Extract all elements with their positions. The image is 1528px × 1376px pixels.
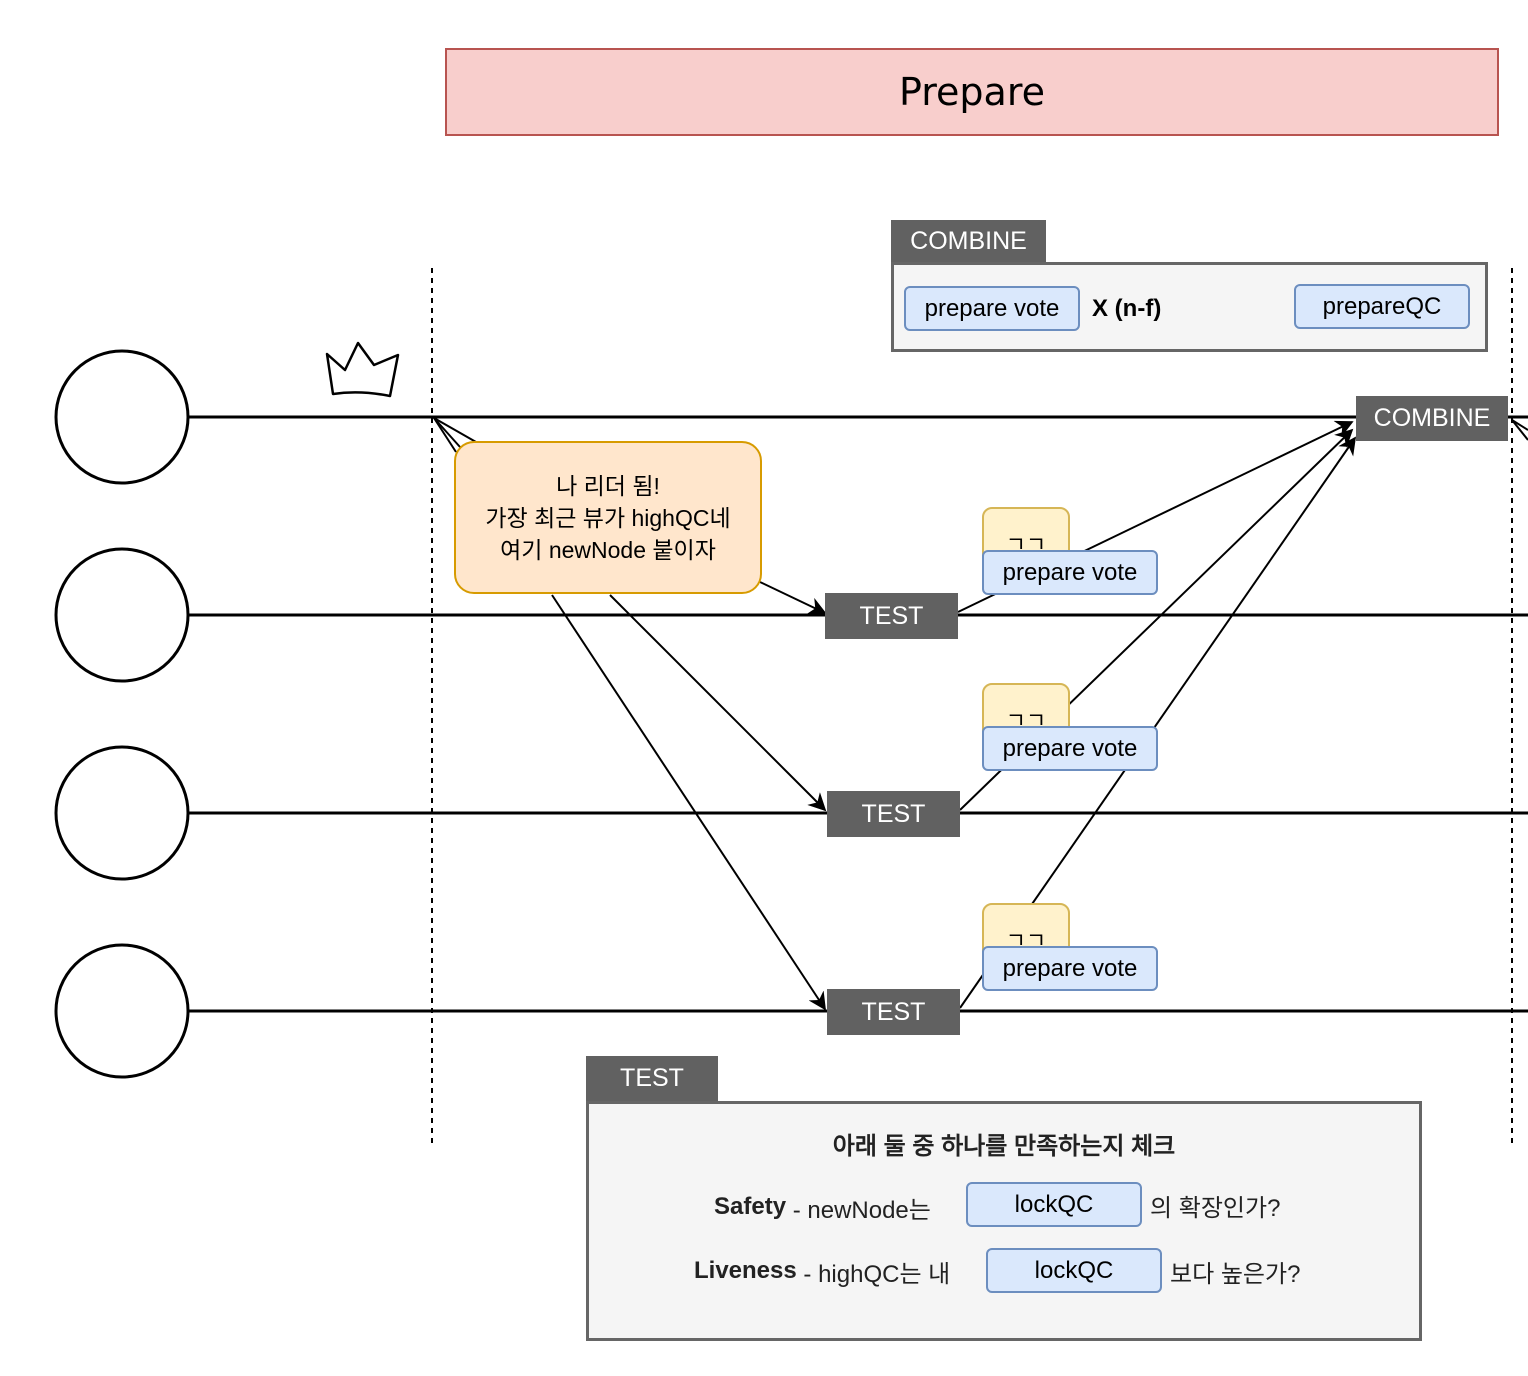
- leader-spread-line-2: [433, 417, 461, 448]
- safety-lockqc: lockQC: [966, 1182, 1142, 1227]
- phase-title: Prepare: [445, 48, 1499, 136]
- test-legend-heading: 아래 둘 중 하나를 만족하는지 체크: [832, 1132, 1176, 1160]
- test-step-node-4: TEST: [827, 989, 960, 1035]
- prepare-vote-node-2: prepare vote: [982, 550, 1158, 595]
- liveness-lockqc: lockQC: [986, 1248, 1162, 1293]
- leader-message-bubble: 나 리더 됨! 가장 최근 뷰가 highQC네 여기 newNode 붙이자: [454, 441, 762, 594]
- safety-rule: Safety - newNode는: [714, 1188, 931, 1226]
- liveness-rule: Liveness - highQC는 내: [694, 1252, 950, 1290]
- proposal-arrow-node-2: [759, 581, 827, 615]
- prepare-vote-node-4: prepare vote: [982, 946, 1158, 991]
- prepare-vote-node-3: prepare vote: [982, 726, 1158, 771]
- safety-label: Safety: [714, 1193, 787, 1220]
- legend-multiplier: X (n-f): [1092, 295, 1162, 322]
- safety-text: - newNode는: [786, 1196, 931, 1224]
- next-phase-stub-1: [1511, 419, 1528, 431]
- combine-legend-tag: COMBINE: [891, 220, 1046, 262]
- combine-step: COMBINE: [1356, 396, 1508, 441]
- liveness-label: Liveness: [694, 1257, 797, 1284]
- legend-prepare-vote: prepare vote: [904, 286, 1080, 331]
- leader-message-line-1: 나 리더 됨!: [556, 472, 660, 499]
- test-step-node-3: TEST: [827, 791, 960, 837]
- test-step-node-2: TEST: [825, 593, 958, 639]
- liveness-text: - highQC는 내: [796, 1260, 951, 1288]
- liveness-suffix: 보다 높은가?: [1170, 1260, 1301, 1288]
- next-phase-stub-2: [1511, 419, 1528, 441]
- leader-spread-line-3: [433, 417, 457, 453]
- node-2-circle: [54, 547, 190, 683]
- node-4-circle: [54, 943, 190, 1079]
- crown-icon: [325, 341, 400, 398]
- leader-message-line-2: 가장 최근 뷰가 highQC네: [485, 504, 731, 531]
- node-1-circle: [54, 349, 190, 485]
- node-3-circle: [54, 745, 190, 881]
- legend-prepareqc: prepareQC: [1294, 284, 1470, 329]
- test-legend-tag: TEST: [586, 1056, 718, 1101]
- proposal-arrow-node-4: [551, 594, 826, 1011]
- safety-suffix: 의 확장인가?: [1150, 1194, 1281, 1222]
- proposal-arrow-node-3: [609, 594, 827, 812]
- leader-message-line-3: 여기 newNode 붙이자: [500, 536, 716, 563]
- leader-spread-line-1: [433, 417, 477, 443]
